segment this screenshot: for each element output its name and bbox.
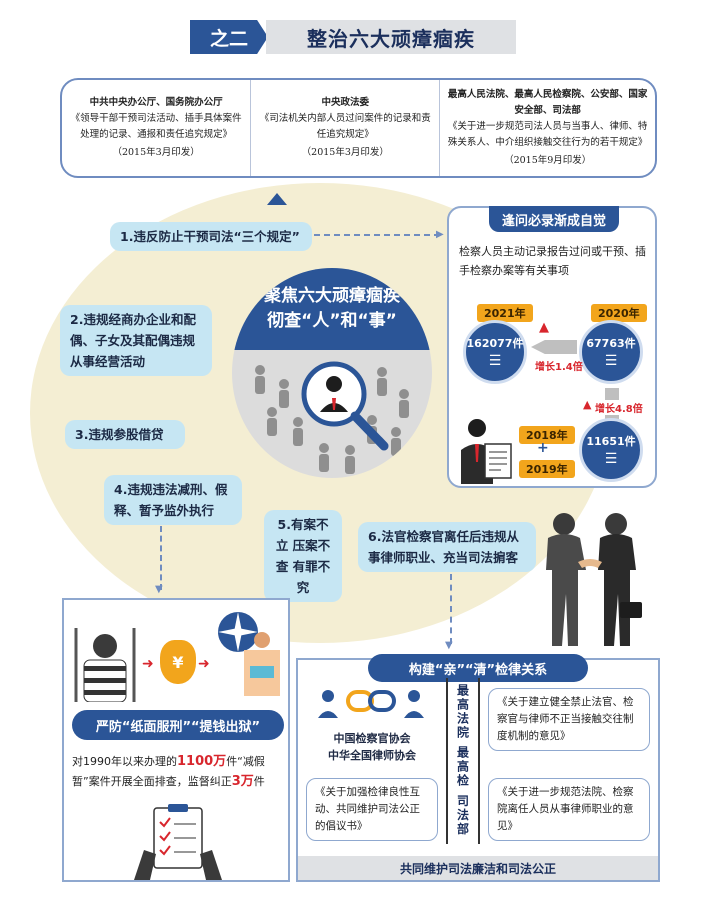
handshake-icon: [546, 513, 642, 646]
stat-value: 11651: [586, 435, 625, 448]
stat-value: 162077: [466, 337, 513, 350]
association-2: 中华全国律师协会: [328, 749, 416, 762]
up-arrow-icon: ▲: [539, 320, 549, 335]
stat-2021: 162077件 ☰: [463, 320, 527, 384]
authority-names: 最高法院 最高检 司法部: [455, 684, 470, 837]
stat-value: 67763: [586, 337, 625, 350]
regulation-issuer: 中央政法委: [321, 97, 370, 108]
arrow-right-icon: ▶: [436, 229, 444, 240]
document-icon: ☰: [604, 451, 618, 467]
checklist-icon: [134, 804, 222, 880]
year-tag-2020: 2020年: [591, 304, 647, 322]
hub-title-line1: 聚焦六大顽瘴痼疾: [264, 286, 400, 306]
up-arrow-icon: ▲: [583, 398, 592, 411]
stat-2020: 67763件 ☰: [579, 320, 643, 384]
connector-line: [160, 526, 162, 590]
growth-label-2: 增长4.8倍: [595, 400, 643, 415]
regulation-1: 中共中央办公厅、国务院办公厅 《领导干部干预司法活动、插手具体案件处理的记录、通…: [62, 80, 250, 176]
regulation-name: 《司法机关内部人员过问案件的记录和责任追究规定》: [259, 113, 431, 140]
problem-5-bubble: 5.有案不立 压案不查 有罪不究: [264, 510, 342, 602]
year-tag-2019: 2019年: [519, 460, 575, 478]
lawyer-relation-title: 构建“亲”“清”检律关系: [368, 654, 588, 682]
page-title: 整治六大顽瘴痼疾: [266, 20, 516, 54]
document-icon: ☰: [604, 353, 618, 369]
regulation-issuer: 中共中央办公厅、国务院办公厅: [89, 97, 223, 108]
prison-oversight-text: 对1990年以来办理的1100万件“减假暂”案件开展全面排查，监督纠正3万件: [72, 752, 284, 792]
text-part: 件“减假暂”案件开展全面排查，监督纠正: [72, 755, 265, 788]
panel-description: 检察人员主动记录报告过问或干预、插手检察办案等有关事项: [459, 245, 646, 277]
stat-unit: 件: [624, 435, 636, 448]
prison-oversight-title: 严防“纸面服刑”“提钱出狱”: [72, 710, 284, 740]
regulations-box: 中共中央办公厅、国务院办公厅 《领导干部干预司法活动、插手具体案件处理的记录、通…: [60, 78, 657, 178]
connector-line: [314, 234, 440, 236]
problem-4-bubble: 4.违规违法减刑、假释、暂予监外执行: [104, 475, 242, 525]
lawyer-relation-box: 构建“亲”“清”检律关系 中国检察官协会 中华全国律师协会 《关于加强检律良性互…: [296, 654, 660, 882]
regulation-date: （2015年9月印发）: [504, 155, 592, 166]
record-panel: 逢问必录渐成自觉 检察人员主动记录报告过问或干预、插手检察办案等有关事项 202…: [447, 206, 657, 488]
stat-unit: 件: [624, 337, 636, 350]
association-names: 中国检察官协会 中华全国律师协会: [312, 730, 432, 764]
year-tag-2018: 2018年: [519, 426, 575, 444]
arrow-down-icon: ▼: [445, 640, 453, 651]
document-icon: ☰: [488, 353, 502, 369]
plus-sign: +: [537, 440, 549, 456]
arrow-left-icon: [531, 340, 577, 354]
yen-symbol: ¥: [172, 652, 184, 672]
year-tag-2021: 2021年: [477, 304, 533, 322]
problem-2-bubble: 2.违规经商办企业和配偶、子女及其配偶违规从事经营活动: [60, 305, 212, 376]
regulation-3: 最高人民法院、最高人民检察院、公安部、国家安全部、司法部 《关于进一步规范司法人…: [439, 80, 655, 176]
regulation-2: 中央政法委 《司法机关内部人员过问案件的记录和责任追究规定》 （2015年3月印…: [250, 80, 439, 176]
text-part: 对1990年以来办理的: [72, 755, 177, 768]
people-link-icon: [318, 690, 424, 718]
lawyer-relation-footer: 共同维护司法廉洁和司法公正: [298, 856, 658, 880]
regulation-issuer: 最高人民法院、最高人民检察院、公安部、国家安全部、司法部: [447, 89, 648, 116]
highlight-number: 1100万: [177, 754, 227, 769]
arrow-down-icon: ▼: [155, 584, 163, 595]
panel-title: 逢问必录渐成自觉: [489, 206, 619, 232]
official-recording-icon: [461, 419, 512, 484]
pointer-up-icon: [267, 193, 287, 205]
stat-2018-2019: 11651件 ☰: [579, 418, 643, 482]
problem-1-bubble: 1.违反防止干预司法“三个规定”: [110, 222, 312, 251]
regulation-name: 《关于进一步规范司法人员与当事人、律师、特殊关系人、中介组织接触交往行为的若干规…: [447, 121, 648, 148]
prisoner-icon: [74, 628, 136, 702]
arrow-right-icon: ➜: [198, 656, 210, 672]
hub-title: 聚焦六大顽瘴痼疾 彻查“人”和“事”: [232, 268, 432, 350]
sunbathing-icon: [218, 612, 280, 696]
policy-doc-2: 《关于进一步规范法院、检察院离任人员从事律师职业的意见》: [488, 778, 650, 841]
problem-3-bubble: 3.违规参股借贷: [65, 420, 185, 449]
association-1: 中国检察官协会: [333, 732, 411, 745]
focus-hub: 聚焦六大顽瘴痼疾 彻查“人”和“事”: [232, 268, 432, 478]
crowd-icon: [255, 365, 409, 474]
regulation-date: （2015年3月印发）: [301, 147, 389, 158]
stat-unit: 件: [512, 337, 524, 350]
arrow-right-icon: ➜: [142, 656, 154, 672]
problem-6-bubble: 6.法官检察官离任后违规从事律师职业、充当司法掮客: [358, 522, 536, 572]
text-part: 件: [253, 775, 265, 788]
regulation-name: 《领导干部干预司法活动、插手具体案件处理的记录、通报和责任追究规定》: [70, 113, 242, 140]
prison-oversight-box: ➜ ¥ ➜ 严防“纸面服刑”“提钱出狱” 对1990年以来办理的1100万件“减…: [62, 598, 290, 882]
money-bag-icon: ¥: [160, 640, 196, 684]
regulation-date: （2015年3月印发）: [112, 147, 200, 158]
authority-bracket: 最高法院 最高检 司法部: [446, 678, 480, 844]
proposal-doc: 《关于加强检律良性互动、共同维护司法公正的倡议书》: [306, 778, 438, 841]
magnifier-icon: [301, 361, 389, 451]
hub-title-line2: 彻查“人”和“事”: [267, 311, 397, 331]
connector-line: [450, 574, 452, 644]
section-tag: 之二: [190, 20, 268, 54]
highlight-number: 3万: [231, 774, 254, 789]
policy-doc-1: 《关于建立健全禁止法官、检察官与律师不正当接触交往制度机制的意见》: [488, 688, 650, 751]
growth-label-1: 增长1.4倍: [535, 362, 583, 373]
